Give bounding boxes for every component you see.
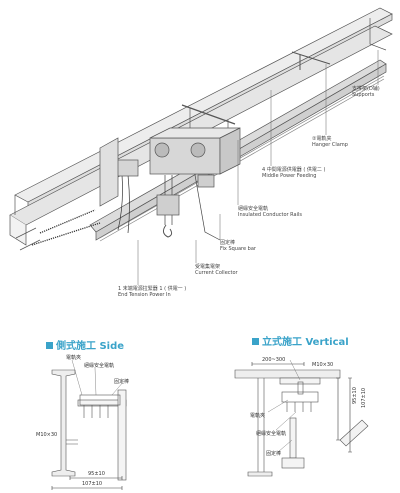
side-label-fix-bar: 固定棒 [114, 379, 130, 385]
section-marker-icon [46, 342, 53, 349]
side-label-bolt: M10×30 [36, 432, 58, 438]
vertical-dim-95-label: 95±10 [352, 387, 358, 404]
support-2 [291, 51, 331, 70]
label-end-tension: 1 末端電源拉緊器 1 ( 供電一 )End Tension Power In [118, 286, 187, 298]
side-dim-107 [51, 486, 123, 490]
trolley-wheel-1 [154, 142, 170, 158]
vertical-top-beam [234, 369, 341, 379]
side-beam [51, 369, 76, 477]
side-dim-95 [69, 476, 123, 480]
side-label-rail-clamp: 電軌夾 [66, 355, 82, 361]
section-marker-icon [252, 338, 259, 345]
label-supports: 支撑架(D辅)Supports [352, 86, 380, 98]
vertical-label-rail-clamp: 電軌夾 [250, 413, 266, 419]
vertical-label-fix-bar: 固定棒 [266, 451, 282, 457]
support-3 [181, 104, 236, 125]
section-title-side: 側式施工 Side [46, 337, 124, 352]
tension-spring-1 [39, 209, 96, 234]
end-plate [99, 137, 119, 207]
vertical-dim-107 [348, 377, 352, 453]
vertical-label-bolt: M10×30 [312, 362, 334, 368]
feed-cable [117, 174, 130, 234]
tension-spring-2 [31, 222, 101, 246]
vertical-dim-top [251, 362, 305, 366]
i-beam-bottom [9, 25, 393, 226]
vertical-bracket [279, 377, 321, 385]
label-middle-feeding: 4 中間電源供電器 ( 供電二 )Middle Power Feeding [262, 167, 326, 179]
vertical-dim-107-label: 107±10 [361, 387, 367, 408]
support-1 [369, 18, 387, 51]
vertical-label-insulated-rail: 絕緣安全電軌 [256, 431, 287, 437]
vertical-dim-top-label: 200~300 [262, 357, 286, 363]
side-dim-107-label: 107±10 [82, 481, 103, 487]
vertical-dim-95 [336, 377, 340, 441]
side-dim-95-label: 95±10 [88, 471, 105, 477]
section-title-vertical: 立式施工 Vertical [252, 333, 349, 348]
collector-arm [194, 174, 221, 241]
vertical-side-piece [339, 419, 369, 447]
vertical-drawing [234, 359, 369, 477]
trolley-wheel-2 [190, 142, 206, 158]
side-label-insulated-rail: 絕緣安全電軌 [84, 363, 115, 369]
side-drawing [51, 359, 127, 490]
